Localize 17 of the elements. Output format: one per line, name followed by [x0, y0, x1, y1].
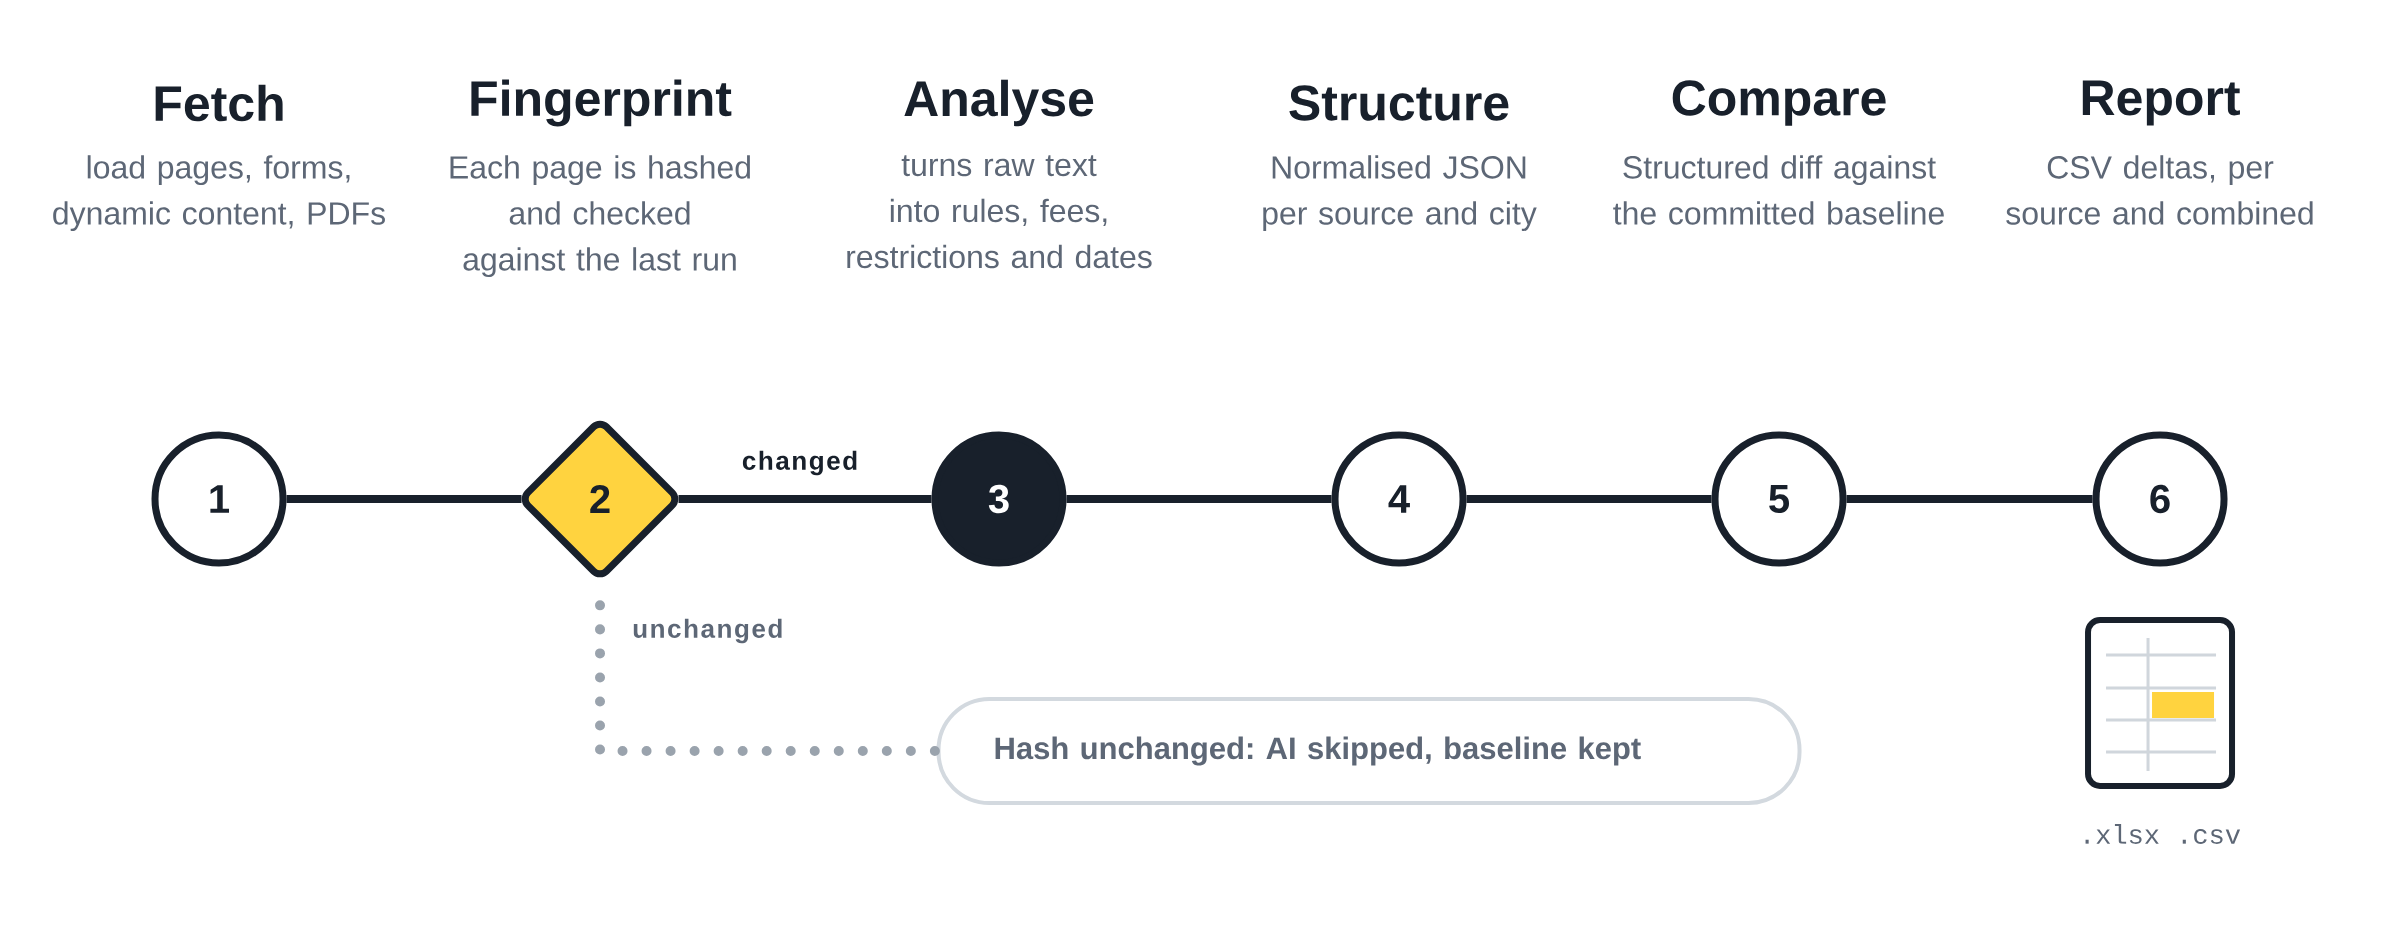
note-pill: Hash unchanged: AI skipped, baseline kept — [936, 697, 1802, 805]
edge-label: changed — [738, 447, 862, 479]
dotted-connector — [595, 600, 942, 756]
step-description: Each page is hashed and checked against the last run — [450, 155, 750, 277]
edge-label: unchanged — [629, 615, 787, 647]
step-title: Fetch — [155, 84, 283, 122]
step-description: Structured diff against the committed baseline — [1613, 155, 1944, 225]
step-title: Compare — [1672, 80, 1886, 126]
step-title: Structure — [1289, 85, 1509, 121]
step-description: CSV deltas, per source and combined — [2006, 155, 2313, 225]
step-title: Analyse — [904, 79, 1094, 127]
step-description: load pages, forms, dynamic content, PDFs — [53, 155, 385, 232]
step-title: Report — [2082, 80, 2240, 126]
format-label: .xlsx .csv — [2085, 824, 2241, 844]
step-description: Normalised JSON per source and city — [1263, 155, 1537, 232]
step-description: turns raw text into rules, fees, restrictions and dates — [847, 155, 1152, 269]
step-title: Fingerprint — [471, 79, 732, 127]
